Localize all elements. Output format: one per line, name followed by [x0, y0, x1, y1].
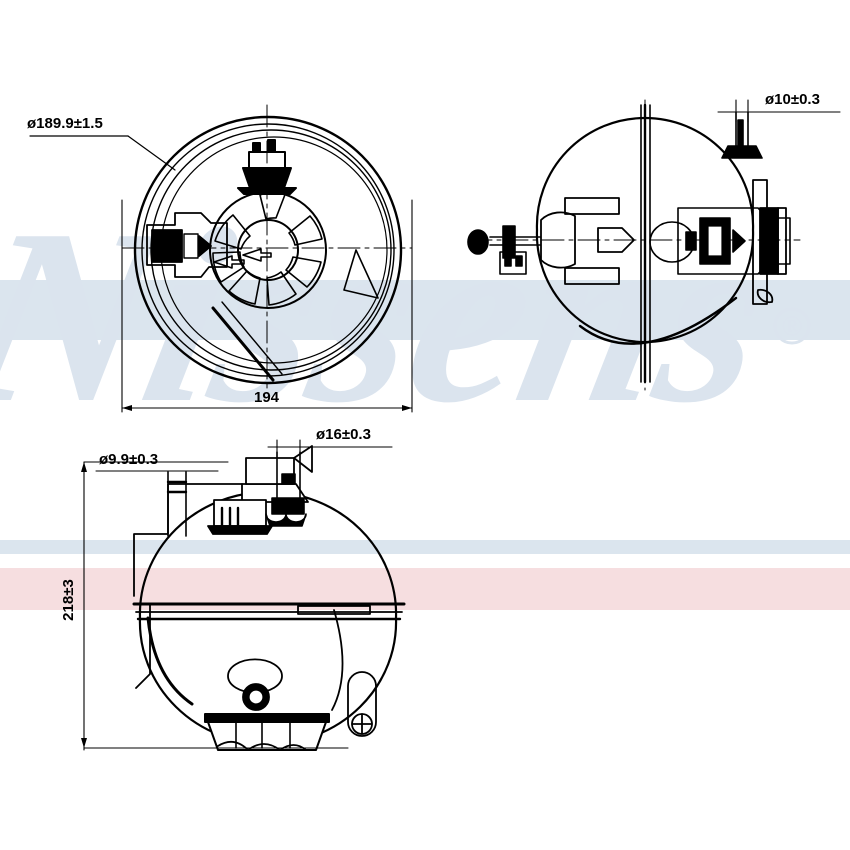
dim-diameter-16-graphics	[267, 439, 393, 459]
front-flow-arrows	[213, 248, 272, 269]
side-internal-baffle	[540, 197, 635, 285]
side-left-spigot	[467, 225, 541, 275]
bottom-seam-band	[132, 602, 406, 621]
dim-height-218-graphics	[81, 461, 349, 751]
bottom-port-9-9	[166, 471, 188, 537]
front-outer-ring	[133, 115, 403, 385]
bottom-left-strap	[146, 616, 194, 706]
front-view	[29, 104, 413, 413]
side-right-flange	[752, 179, 787, 305]
dim-diameter-189-graphics	[29, 135, 176, 171]
bottom-mounting-lug	[347, 671, 377, 737]
front-ring-3	[150, 129, 392, 371]
svg-text:®: ®	[782, 311, 803, 342]
front-cap-inner	[237, 219, 299, 281]
side-view	[467, 99, 841, 391]
front-strap-2	[221, 301, 283, 375]
bottom-base-pedestal	[204, 713, 330, 751]
dim-diameter-9-9-label: ø9.9±0.3	[99, 451, 158, 468]
dim-diameter-10-label: ø10±0.3	[765, 91, 820, 108]
bottom-view	[81, 439, 406, 751]
dim-width-194-graphics	[121, 199, 413, 413]
registered-trademark-icon: ®	[773, 307, 811, 345]
dim-width-194-label: 194	[254, 389, 280, 406]
side-bottom-bracket	[578, 288, 774, 345]
front-filler-neck	[237, 139, 297, 195]
band-blue-lower	[0, 540, 850, 554]
bottom-port-16	[265, 451, 307, 527]
dim-diameter-10-graphics	[717, 99, 841, 123]
dim-height-218-label: 218±3	[60, 579, 77, 621]
bottom-center-neck	[207, 499, 273, 535]
dim-diameter-16-label: ø16±0.3	[316, 426, 371, 443]
bottom-drain-boss	[227, 658, 283, 711]
front-triangle-mark	[343, 249, 379, 299]
front-strap	[211, 306, 275, 382]
bottom-right-strap	[331, 609, 344, 711]
dim-diameter-189-label: ø189.9±1.5	[27, 115, 103, 132]
